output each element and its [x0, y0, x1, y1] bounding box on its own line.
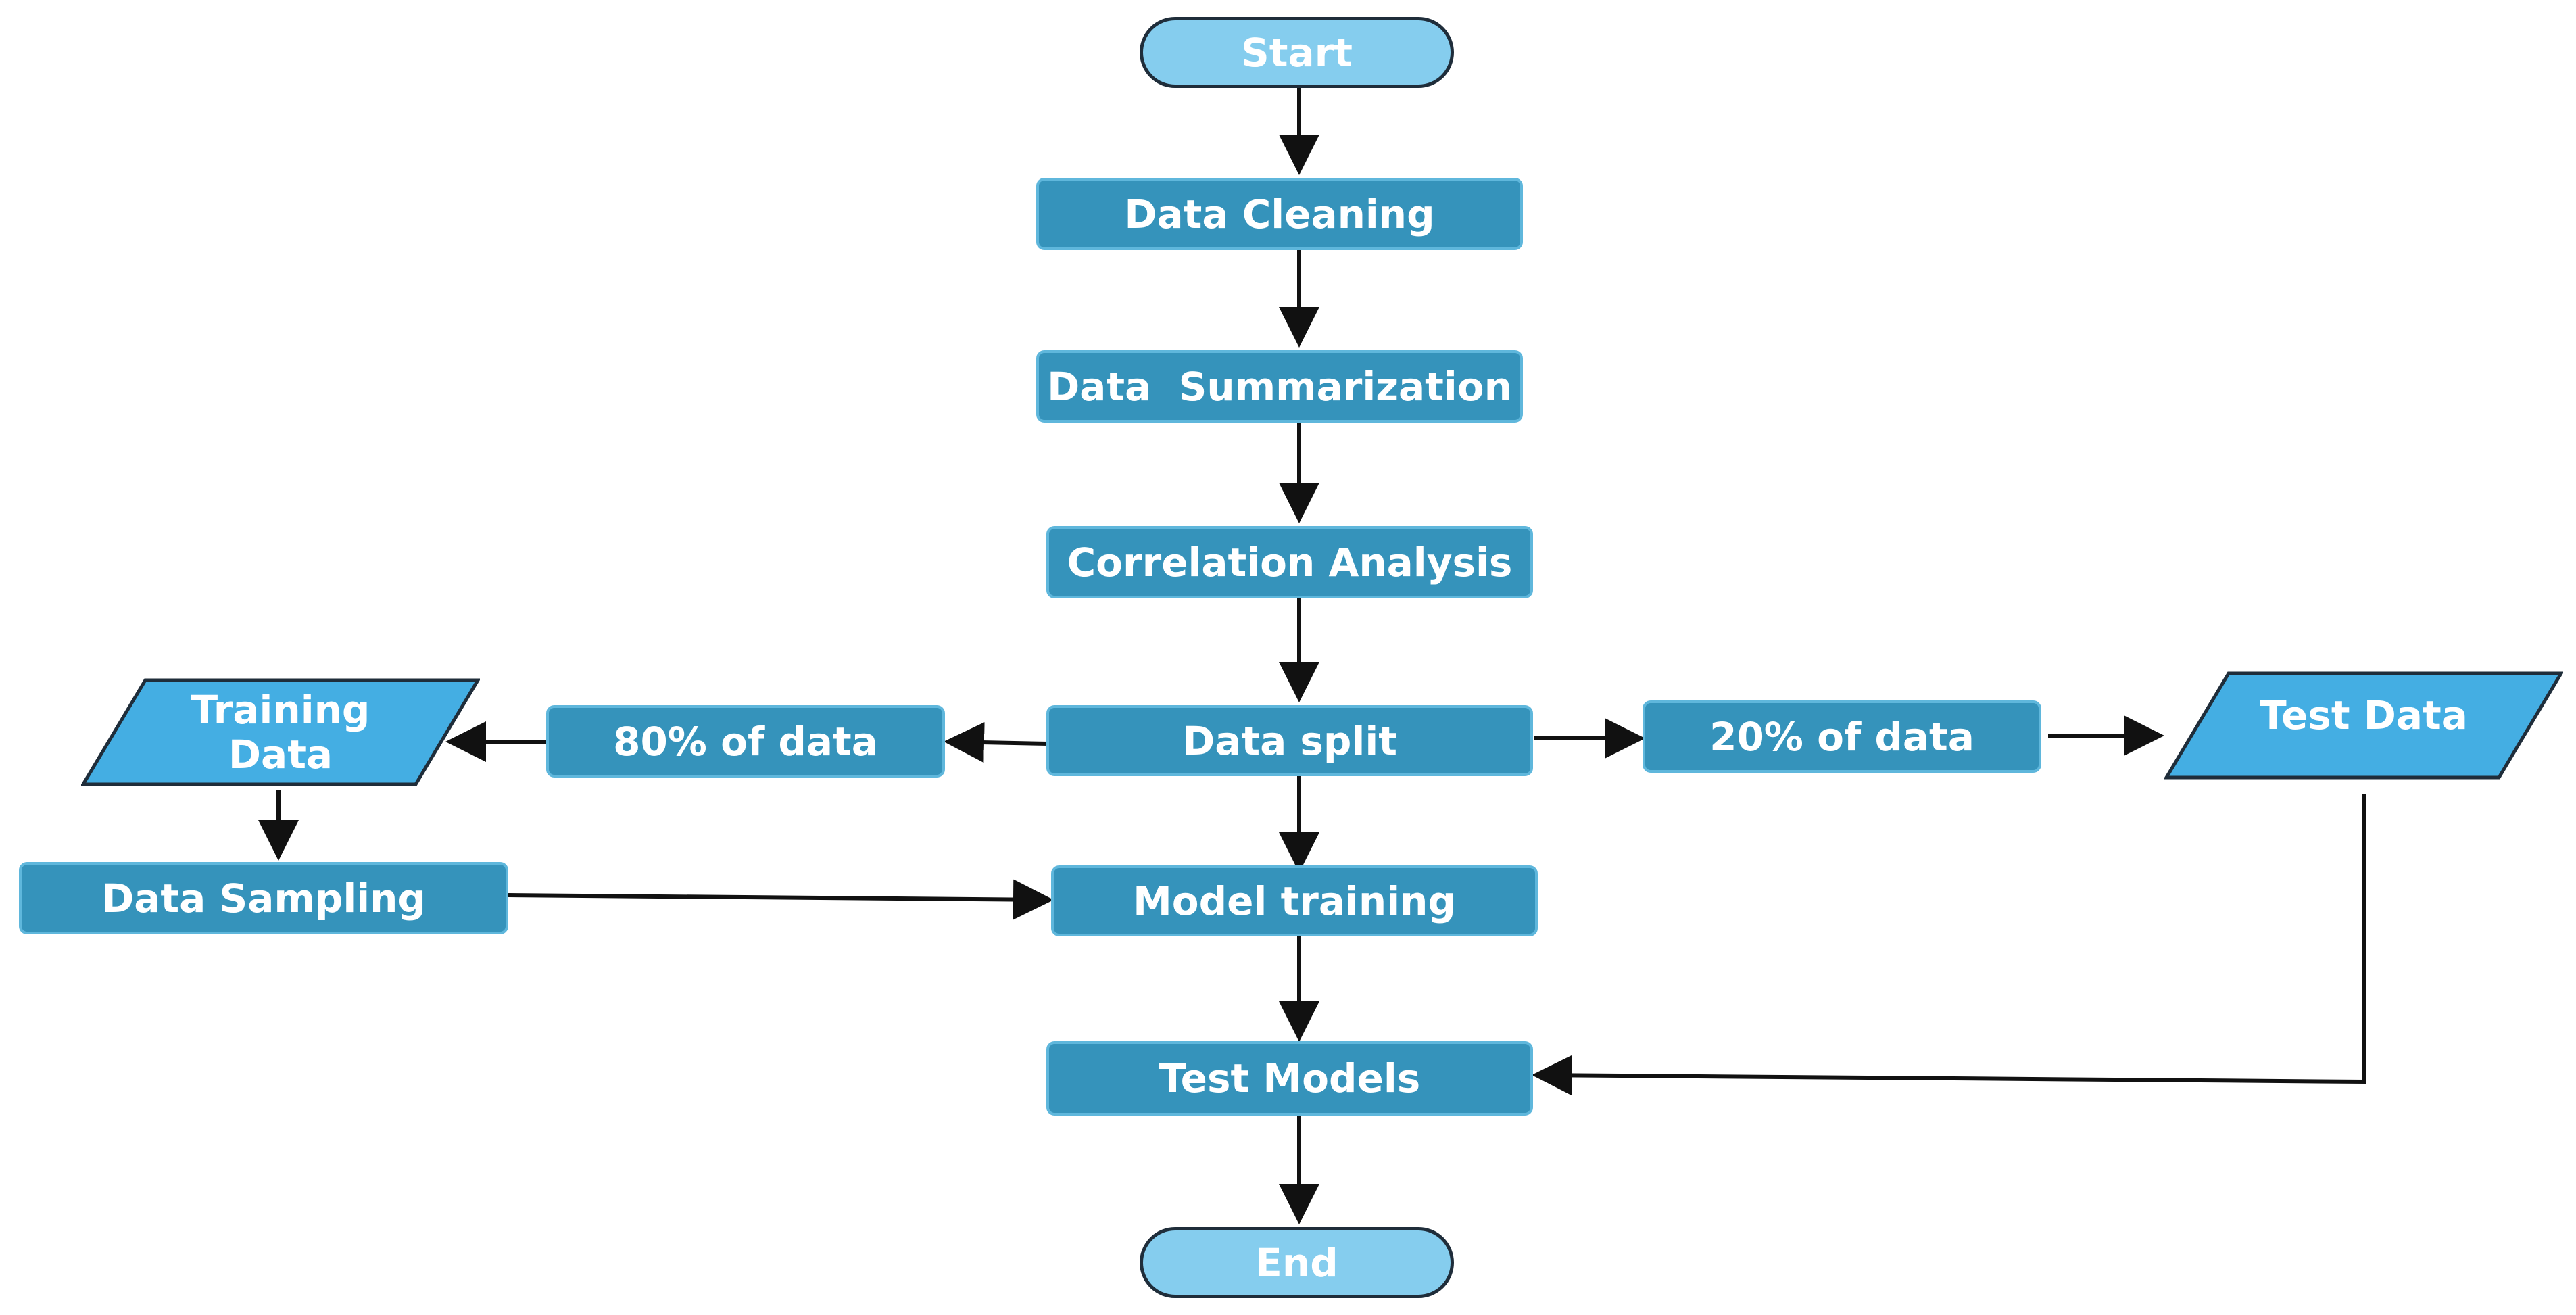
data-summarization-step: Data Summarization: [1036, 350, 1523, 423]
arrow-test-data-to-test-models: [1532, 794, 2366, 1096]
test-models-step: Test Models: [1046, 1041, 1533, 1116]
arrow-split-to-80-percent: [944, 722, 1048, 763]
test-data-input: Test Data: [2164, 671, 2563, 780]
twenty-percent-step: 20% of data: [1643, 700, 2041, 773]
model-training-step: Model training: [1051, 865, 1538, 936]
test-data-label: Test Data: [2260, 692, 2468, 738]
end-terminal: End: [1140, 1227, 1454, 1298]
training-data-label: Training Data: [191, 687, 370, 778]
data-sampling-step: Data Sampling: [19, 862, 508, 934]
training-data-parallelogram: [81, 678, 480, 786]
test-data-parallelogram: [2164, 671, 2563, 780]
arrow-sampling-to-model-training: [508, 879, 1054, 920]
training-data-input: Training Data: [81, 678, 480, 786]
correlation-analysis-step: Correlation Analysis: [1046, 526, 1533, 598]
data-split-step: Data split: [1046, 705, 1533, 776]
start-terminal: Start: [1140, 17, 1454, 88]
data-cleaning-step: Data Cleaning: [1036, 178, 1523, 250]
eighty-percent-step: 80% of data: [546, 705, 945, 778]
